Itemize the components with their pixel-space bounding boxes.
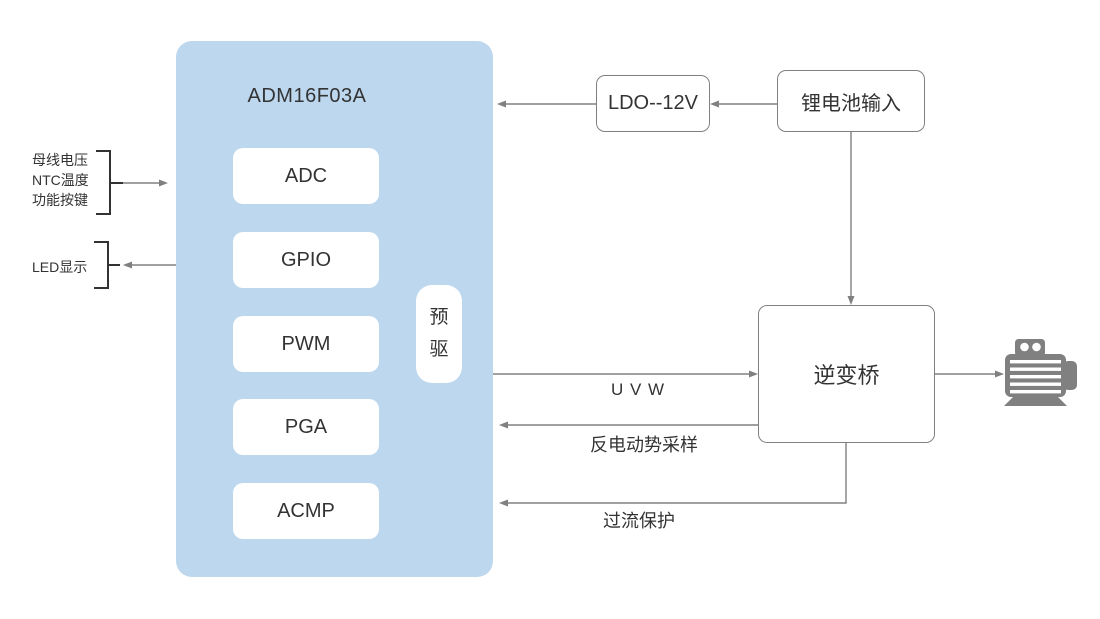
mcu-block-adc: ADC [233, 148, 379, 204]
ocp-signal-label: 过流保护 [603, 511, 675, 531]
ntc-temp-label: NTC温度 [32, 172, 89, 188]
mcu-block-acmp: ACMP [233, 483, 379, 539]
bus-inputs-bracket [96, 150, 111, 215]
predriver-block: 预驱 [416, 285, 462, 383]
arrowhead-right [159, 179, 168, 187]
inverter-bridge-block: 逆变桥 [758, 305, 935, 443]
mcu-block-pwm: PWM [233, 316, 379, 372]
uvw-signal-label: U V W [610, 380, 666, 399]
mcu-block-gpio: GPIO [233, 232, 379, 288]
bus-inputs-label: 母线电压 NTC温度 功能按键 [32, 150, 89, 210]
motor-icon [1004, 339, 1077, 406]
bus-voltage-label: 母线电压 [32, 152, 88, 168]
arrowhead-left [123, 261, 132, 269]
ocp-line [508, 443, 847, 504]
battery-input-block: 锂电池输入 [777, 70, 925, 132]
ldo-block: LDO--12V [596, 75, 710, 132]
bemf-signal-label: 反电动势采样 [590, 435, 698, 455]
mcu-title: ADM16F03A [247, 85, 367, 107]
led-display-label: LED显示 [32, 259, 88, 275]
led-bracket [94, 241, 109, 289]
mcu-block-pga: PGA [233, 399, 379, 455]
function-key-label: 功能按键 [32, 192, 88, 208]
